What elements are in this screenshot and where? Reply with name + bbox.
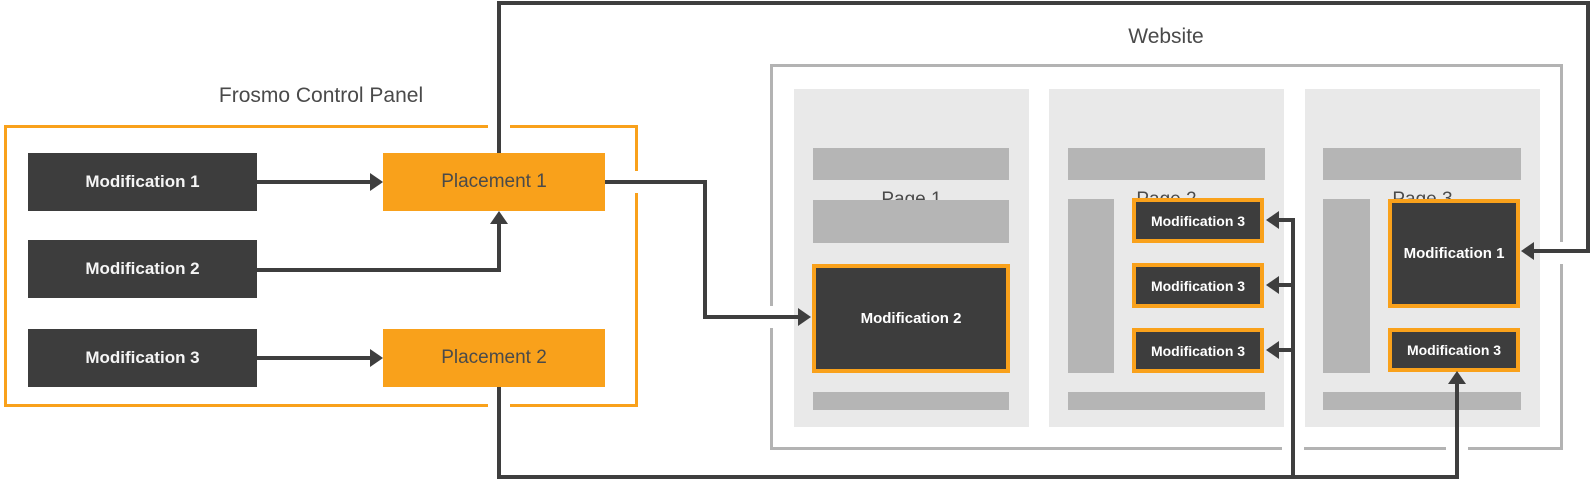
page-3-footer-bar (1323, 392, 1521, 410)
arrowhead-into-page2-mod3-2 (1266, 276, 1279, 294)
control-panel-title: Frosmo Control Panel (218, 84, 424, 107)
connector-right-drop (1586, 1, 1590, 253)
page-1-modification-2-box: Modification 2 (812, 264, 1010, 373)
connector-mod2-horizontal (257, 268, 501, 272)
arrowhead-mod1-to-placement1 (370, 173, 383, 191)
page-3-modification-1-box: Modification 1 (1388, 199, 1520, 308)
connector-into-page2-mod3-3 (1277, 348, 1295, 352)
arrowhead-into-page1-mod2 (798, 308, 811, 326)
connector-placement1-top-riser (497, 1, 501, 153)
page-3-panel: Page 3 Modification 1 Modification 3 (1305, 89, 1540, 427)
connector-placement2-drop (497, 387, 501, 479)
page-3-modification-3-box: Modification 3 (1388, 328, 1520, 372)
connector-page3-riser (1455, 384, 1459, 479)
page-1-footer-bar (813, 392, 1009, 410)
page-2-header-bar (1068, 148, 1265, 180)
page-2-modification-3-box-2: Modification 3 (1132, 263, 1264, 308)
arrowhead-into-page2-mod3-1 (1266, 211, 1279, 229)
page-3-sidebar-bar (1323, 199, 1370, 373)
arrowhead-into-page3-mod1 (1521, 242, 1534, 260)
arrowhead-into-page3-mod3 (1448, 371, 1466, 384)
control-panel-frame (4, 125, 638, 407)
modification-2-box: Modification 2 (28, 240, 257, 298)
connector-placement1-right-out (605, 180, 707, 184)
page-1-panel: Page 1 Modification 2 (794, 89, 1029, 427)
connector-into-page1-mod2 (703, 315, 798, 319)
modification-3-box: Modification 3 (28, 329, 257, 387)
connector-bottom-horizontal (497, 475, 1459, 479)
connector-into-page2-mod3-2 (1277, 283, 1295, 287)
arrowhead-into-page2-mod3-3 (1266, 341, 1279, 359)
connector-mod3-to-placement2 (257, 356, 371, 360)
website-gap-right (1558, 242, 1567, 264)
connector-into-page3-mod1 (1534, 249, 1590, 253)
website-title: Website (1128, 25, 1204, 48)
connector-into-page2-mod3-1 (1277, 218, 1295, 222)
page-1-header-bar (813, 148, 1009, 180)
page-2-modification-3-box-3: Modification 3 (1132, 328, 1264, 373)
placement-2-box: Placement 2 (383, 329, 605, 387)
modification-1-box: Modification 1 (28, 153, 257, 211)
page-2-footer-bar (1068, 392, 1265, 410)
connector-top-horizontal (497, 1, 1590, 5)
connector-mod1-to-placement1 (257, 180, 371, 184)
arrowhead-mod2-to-placement1 (490, 211, 508, 224)
page-2-panel: Page 2 Modification 3 Modification 3 Mod… (1049, 89, 1284, 427)
page-3-header-bar (1323, 148, 1521, 180)
connector-placement1-right-drop (703, 180, 707, 319)
page-1-content-bar (813, 200, 1009, 243)
placement-1-box: Placement 1 (383, 153, 605, 211)
page-2-sidebar-bar (1068, 199, 1114, 373)
connector-mod2-vertical (497, 222, 501, 272)
page-2-modification-3-box-1: Modification 3 (1132, 198, 1264, 243)
arrowhead-mod3-to-placement2 (370, 349, 383, 367)
